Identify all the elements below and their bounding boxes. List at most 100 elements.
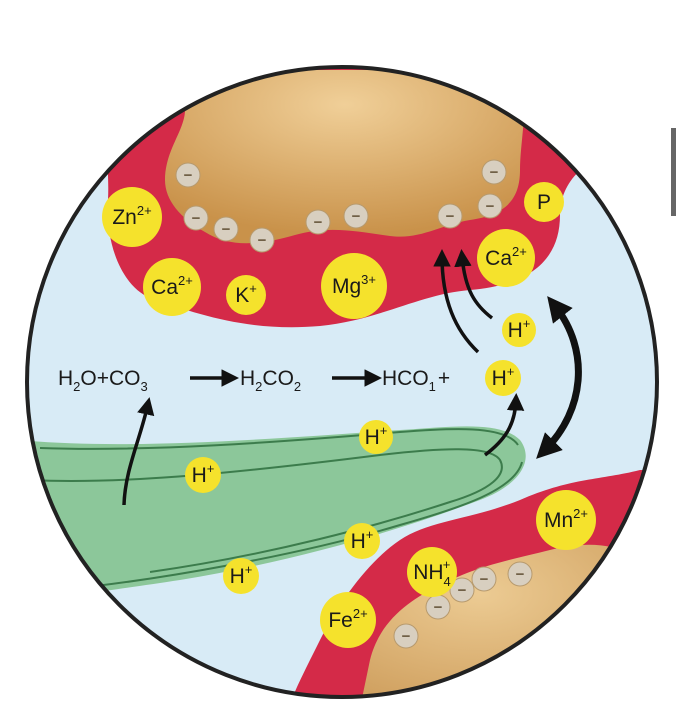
negative-charge-circle	[449, 577, 475, 603]
ion-hydrogen-1-label: H+	[492, 364, 515, 390]
ion-ca-top-5-circle	[477, 229, 535, 287]
ion-zn-top-0: Zn2+	[102, 187, 162, 247]
negative-charge-symbol: −	[486, 198, 495, 215]
ion-hydrogen-4: H+	[344, 523, 380, 559]
magnifier-ring	[25, 65, 659, 699]
ion-hydrogen-1: H+	[485, 360, 521, 396]
ion-fe-bottom-2-label: Fe2+	[328, 606, 367, 632]
negative-charge-circle	[183, 205, 209, 231]
arrow-root-to-equation	[122, 397, 155, 506]
ion-hydrogen-2: H+	[359, 420, 393, 454]
ion-mn-bottom-0-circle	[536, 490, 596, 550]
ion-ca-top-5: Ca2+	[477, 229, 535, 287]
ion-hydrogen-3-circle	[185, 457, 221, 493]
ion-ca-top-1-label: Ca2+	[151, 273, 193, 299]
negative-charge: −	[477, 193, 503, 219]
ion-fe-bottom-2: Fe2+	[320, 592, 376, 648]
ion-ca-top-1: Ca2+	[143, 258, 201, 316]
root-outline-top	[39, 428, 519, 450]
equation: H2O+CO3 H2CO2 HCO1+	[58, 367, 450, 394]
ions: Zn2+ Ca2+ K+ Mg3+ P Ca2+ Mn2+ NH4+ Fe2+ H+ H+ H+ H+ H…	[102, 182, 596, 648]
arrow-h-to-particle-2	[454, 249, 494, 320]
root	[27, 426, 526, 600]
negative-charge: −	[471, 566, 497, 592]
negative-charge-circle	[213, 216, 239, 242]
ion-mg-top-3: Mg3+	[321, 253, 387, 319]
exchange-double-arrow	[536, 296, 582, 459]
ion-hydrogen-4-label: H+	[351, 527, 374, 553]
ion-nh-bottom-1-circle	[407, 547, 457, 597]
negative-charge: −	[507, 561, 533, 587]
ion-mg-top-3-label: Mg3+	[332, 272, 376, 298]
negative-charge-circle	[249, 227, 275, 253]
ion-p-top-4: P	[524, 182, 564, 222]
negative-charge-circle	[437, 203, 463, 229]
arrows	[122, 249, 525, 506]
negative-charge: −	[183, 205, 209, 231]
arrow-h-to-particle-1	[433, 249, 480, 354]
negative-charge: −	[305, 209, 331, 235]
negative-charge: −	[449, 577, 475, 603]
arrow-root-to-h	[483, 393, 525, 457]
negative-charge-circle	[343, 203, 369, 229]
ion-mg-top-3-circle	[321, 253, 387, 319]
ion-p-top-4-label: P	[537, 191, 551, 214]
ion-ca-top-5-label: Ca2+	[485, 244, 527, 270]
negative-charge-symbol: −	[458, 582, 467, 599]
negative-charge-circle	[175, 162, 201, 188]
ion-ca-top-1-circle	[143, 258, 201, 316]
negative-charge-symbol: −	[258, 232, 267, 249]
ion-hydrogen-3-label: H+	[192, 461, 215, 487]
ion-hydrogen-5-circle	[223, 558, 259, 594]
ion-hydrogen-0-label: H+	[508, 316, 531, 342]
negative-charge-circle	[481, 159, 507, 185]
negative-charge-symbol: −	[184, 167, 193, 184]
ion-nh-bottom-1: NH4+	[407, 547, 457, 597]
ion-hydrogen-5: H+	[223, 558, 259, 594]
ion-k-top-2-label: K+	[235, 281, 257, 307]
negative-charge-circle	[471, 566, 497, 592]
negative-charge-circle	[507, 561, 533, 587]
ion-hydrogen-0-circle	[502, 313, 536, 347]
negative-charge-symbol: −	[314, 214, 323, 231]
ion-zn-top-0-label: Zn2+	[112, 203, 151, 229]
ion-hydrogen-2-circle	[359, 420, 393, 454]
negative-charge: −	[249, 227, 275, 253]
top-soil-particle	[165, 70, 525, 244]
equation-product-1: H2CO2	[240, 367, 301, 394]
ion-hydrogen-3: H+	[185, 457, 221, 493]
ion-p-top-4-circle	[524, 182, 564, 222]
edge-mark	[671, 128, 676, 216]
ion-hydrogen-0: H+	[502, 313, 536, 347]
negative-charge-symbol: −	[222, 221, 231, 238]
negative-charge: −	[481, 159, 507, 185]
negative-charge-symbol: −	[480, 571, 489, 588]
negative-charge: −	[393, 623, 419, 649]
ion-hydrogen-4-circle	[344, 523, 380, 559]
negative-charge: −	[175, 162, 201, 188]
negative-charge-symbol: −	[446, 208, 455, 225]
ion-hydrogen-1-circle	[485, 360, 521, 396]
negative-charge-symbol: −	[402, 628, 411, 645]
ion-nh-bottom-1-label: NH4+	[413, 557, 451, 589]
ion-hydrogen-5-label: H+	[230, 562, 253, 588]
ion-k-top-2-circle	[226, 275, 266, 315]
negative-charge-symbol: −	[516, 566, 525, 583]
negative-charge-symbol: −	[192, 210, 201, 227]
negative-charge: −	[213, 216, 239, 242]
ion-zn-top-0-circle	[102, 187, 162, 247]
negative-charges: −−−−−−−−−−−−−−	[175, 159, 533, 649]
negative-charge-symbol: −	[490, 164, 499, 181]
negative-charge-symbol: −	[434, 599, 443, 616]
negative-charge-symbol: −	[352, 208, 361, 225]
equation-reactants: H2O+CO3	[58, 367, 148, 394]
ion-mn-bottom-0: Mn2+	[536, 490, 596, 550]
negative-charge-circle	[393, 623, 419, 649]
equation-product-2: HCO1+	[382, 367, 450, 394]
negative-charge: −	[437, 203, 463, 229]
negative-charge: −	[425, 594, 451, 620]
negative-charge-circle	[305, 209, 331, 235]
ion-hydrogen-2-label: H+	[365, 423, 388, 449]
ion-k-top-2: K+	[226, 275, 266, 315]
